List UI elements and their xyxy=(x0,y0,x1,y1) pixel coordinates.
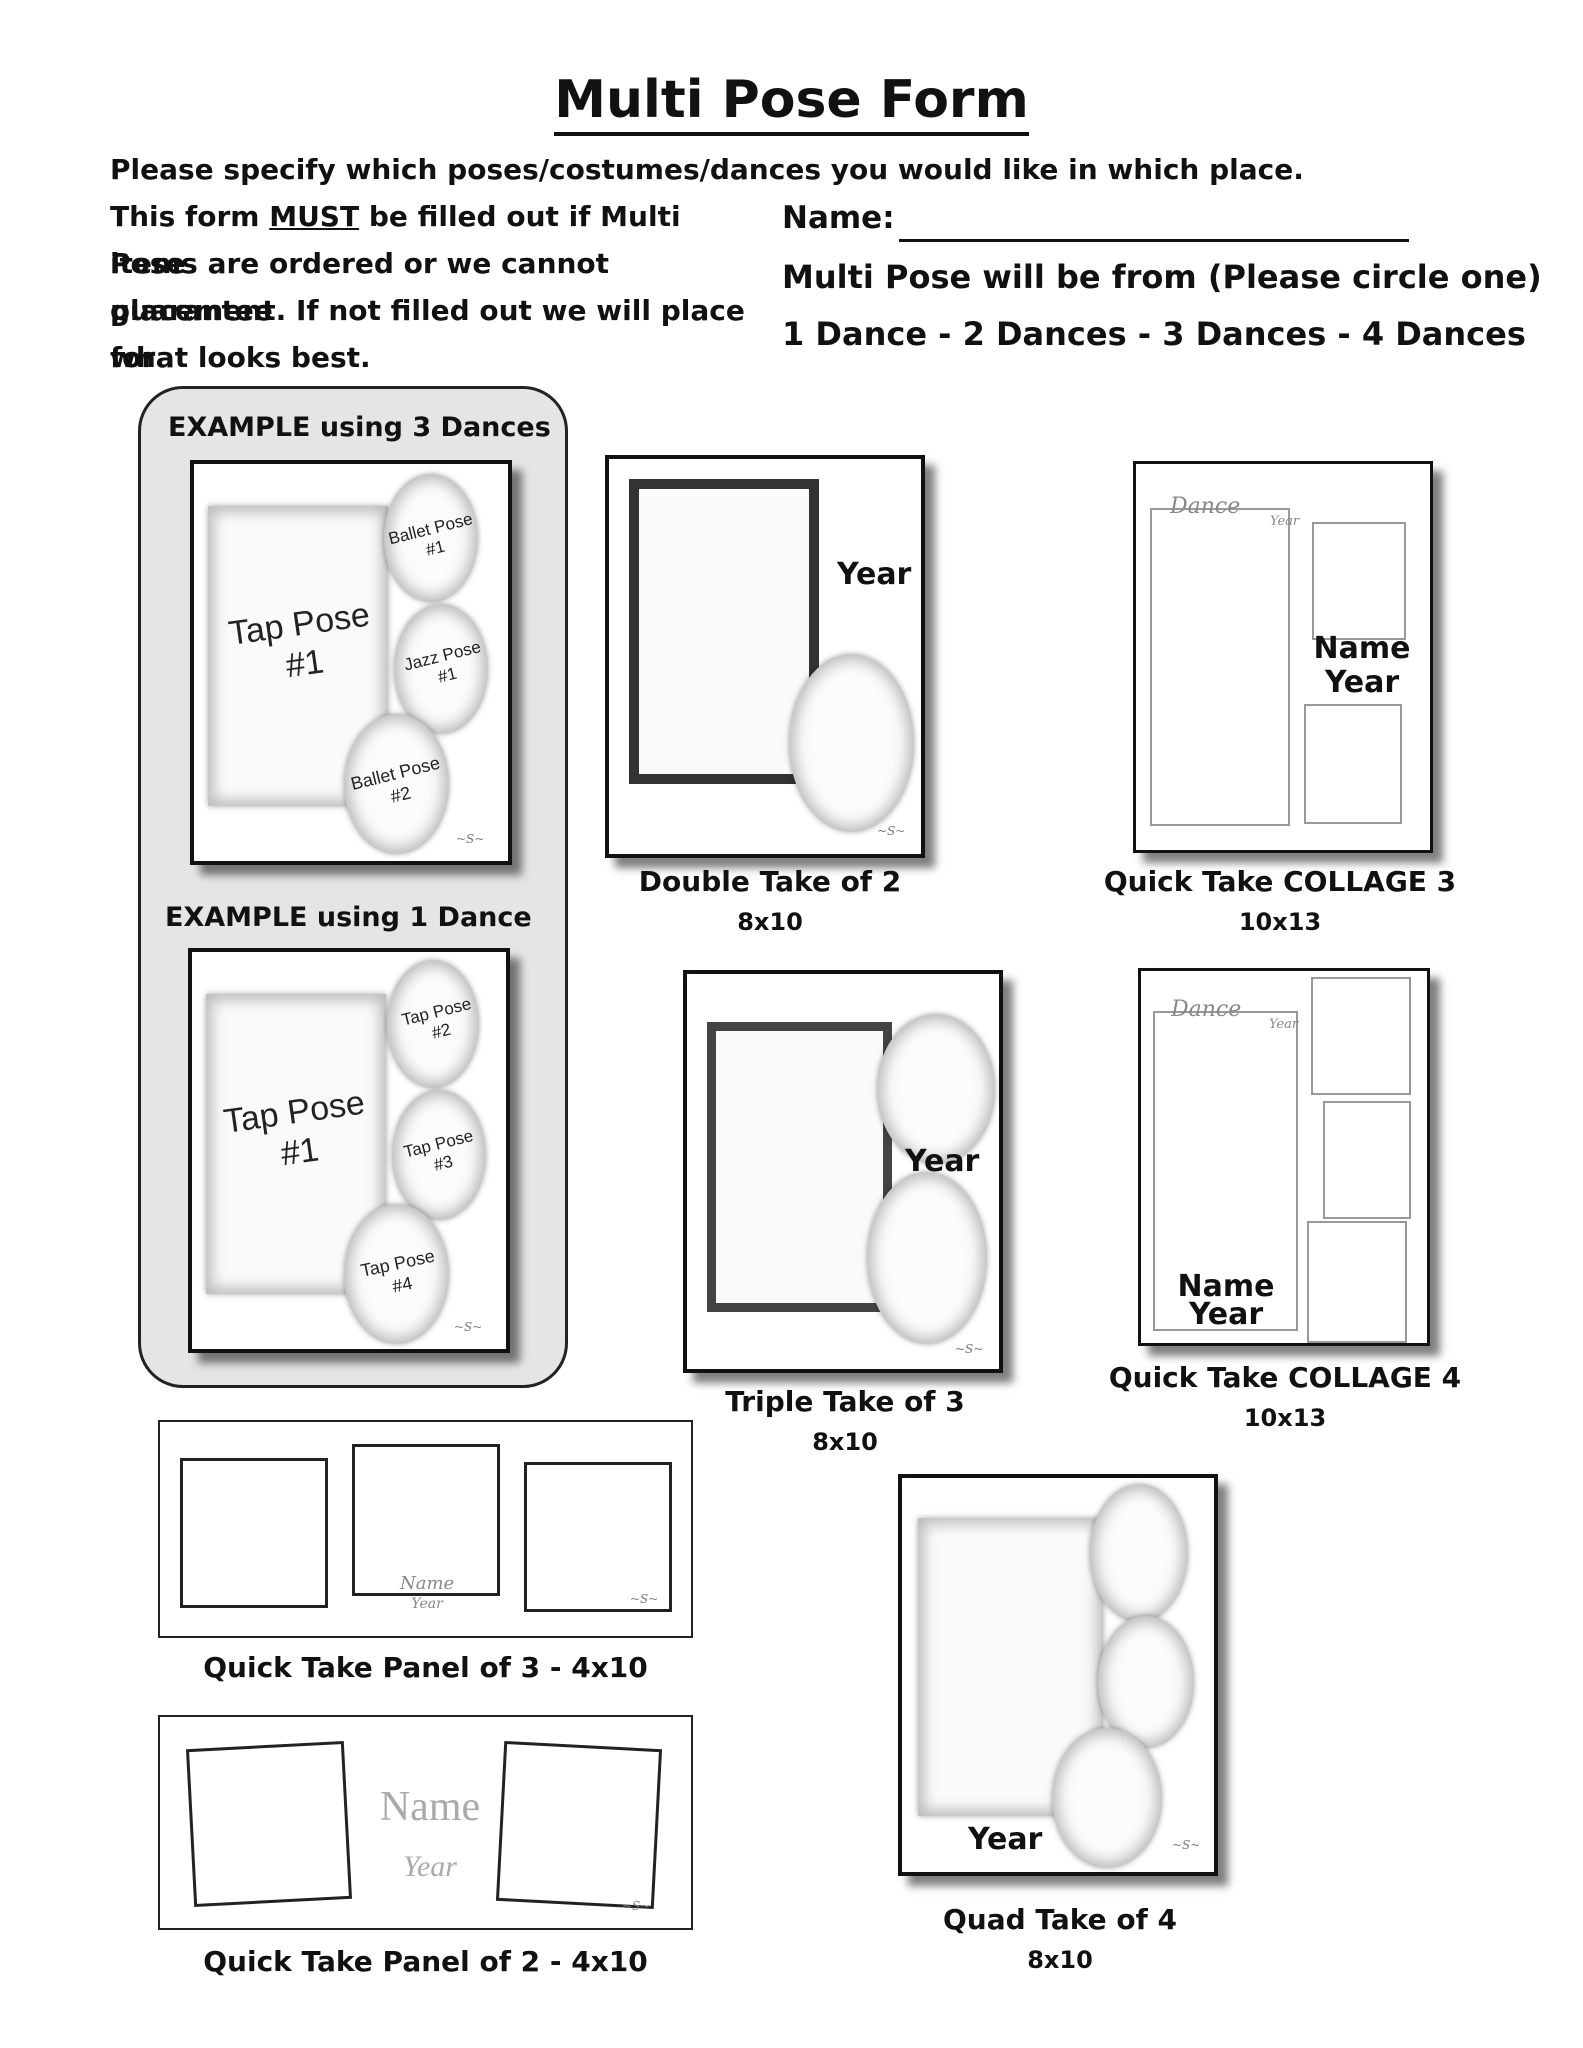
intro-line-4: placement. If not filled out we will pla… xyxy=(110,294,745,374)
quad-take-oval-2 xyxy=(1098,1616,1194,1748)
example-3-frame: Tap Pose#1 Ballet Pose#1 Jazz Pose#1 Bal… xyxy=(190,460,512,865)
collage3-dance: Dance xyxy=(1170,494,1241,519)
name-line[interactable] xyxy=(898,209,1409,242)
double-take-year: Year xyxy=(837,557,912,592)
panel3-signature: ~S~ xyxy=(630,1592,659,1606)
panel2-name: Name xyxy=(379,1784,481,1830)
double-take-name: Double Take of 2 xyxy=(638,865,902,898)
double-take-frame: Year ~S~ xyxy=(605,455,925,858)
collage3-top-rect xyxy=(1312,522,1406,640)
page-title-text: Multi Pose Form xyxy=(554,70,1029,136)
example-1-oval-2 xyxy=(392,1090,486,1220)
intro-line-5: what looks best. xyxy=(110,341,371,374)
collage4-dance: Dance xyxy=(1171,997,1242,1022)
example-1-frame: Tap Pose#1 Tap Pose#2 Tap Pose#3 Tap Pos… xyxy=(188,948,510,1353)
collage4-rect-2 xyxy=(1323,1101,1411,1219)
intro-line-1: Please specify which poses/costumes/danc… xyxy=(110,153,1304,186)
double-take-caption: Double Take of 2 8x10 xyxy=(605,862,935,942)
example-1-oval-1 xyxy=(387,960,479,1088)
double-take-oval xyxy=(789,654,914,832)
triple-take-caption: Triple Take of 3 8x10 xyxy=(685,1382,1005,1462)
collage4-name: Name xyxy=(1177,1269,1275,1304)
collage3-size: 10x13 xyxy=(1238,908,1322,936)
collage3-caption: Quick Take COLLAGE 3 10x13 xyxy=(1095,862,1465,942)
collage3-year: Year xyxy=(1324,665,1400,700)
triple-take-signature: ~S~ xyxy=(955,1342,984,1356)
name-label: Name: xyxy=(782,200,895,236)
intro-line-3: items are ordered or we cannot guarantee xyxy=(110,247,610,327)
panel3-square-1 xyxy=(180,1458,328,1608)
triple-take-size: 8x10 xyxy=(812,1428,878,1456)
quad-take-size: 8x10 xyxy=(1027,1946,1093,1974)
name-field[interactable]: Name: xyxy=(782,195,1409,242)
collage3-year-small: Year xyxy=(1270,514,1300,529)
collage3-bottom-rect xyxy=(1304,704,1402,824)
intro-line-2-post: be filled out if Multi Pose xyxy=(110,200,681,280)
quad-take-signature: ~S~ xyxy=(1172,1838,1201,1852)
page-title: Multi Pose Form xyxy=(0,70,1583,136)
panel3-caption: Quick Take Panel of 3 - 4x10 xyxy=(203,1651,648,1684)
panel3-year: Year xyxy=(411,1596,443,1612)
panel3-square-2 xyxy=(352,1444,500,1596)
panel3-name: Name xyxy=(400,1573,455,1594)
dance-options[interactable]: 1 Dance - 2 Dances - 3 Dances - 4 Dances xyxy=(782,315,1526,353)
quad-take-caption: Quad Take of 4 8x10 xyxy=(890,1900,1230,1980)
quad-take-oval-3 xyxy=(1052,1728,1162,1868)
example-3-oval-1 xyxy=(384,474,478,602)
quad-take-year: Year xyxy=(968,1822,1043,1857)
collage4-size: 10x13 xyxy=(1243,1404,1327,1432)
intro-line-2: This form MUST be filled out if Multi Po… xyxy=(110,193,760,287)
double-take-signature: ~S~ xyxy=(877,824,906,838)
example-1-oval-3 xyxy=(344,1204,449,1344)
collage3-product-name: Quick Take COLLAGE 3 xyxy=(1103,865,1457,898)
collage3-name: Name xyxy=(1313,631,1411,666)
collage4-main-rect xyxy=(1153,1011,1298,1331)
multi-pose-label: Multi Pose will be from (Please circle o… xyxy=(782,258,1542,296)
example-3-signature: ~S~ xyxy=(456,832,485,846)
panel2-signature: ~S~ xyxy=(622,1899,651,1913)
collage4-year: Year xyxy=(1188,1297,1264,1332)
example-3-oval-3 xyxy=(344,714,449,854)
panel2-square-2 xyxy=(495,1740,663,1910)
collage3-main-rect xyxy=(1150,508,1290,826)
panel2-caption: Quick Take Panel of 2 - 4x10 xyxy=(203,1945,648,1978)
example-3-oval-2 xyxy=(394,604,488,734)
quad-take-frame: Year ~S~ xyxy=(898,1474,1218,1876)
triple-take-oval-2 xyxy=(867,1172,987,1344)
collage4-rect-3 xyxy=(1307,1221,1407,1343)
panel2-year: Year xyxy=(403,1850,457,1883)
triple-take-frame: Year ~S~ xyxy=(683,970,1003,1373)
double-take-size: 8x10 xyxy=(737,908,803,936)
double-take-rect xyxy=(629,479,819,784)
triple-take-rect xyxy=(707,1022,892,1312)
triple-take-name: Triple Take of 3 xyxy=(725,1385,965,1418)
collage4-rect-1 xyxy=(1311,977,1411,1095)
quad-take-name: Quad Take of 4 xyxy=(942,1903,1178,1936)
example-1-signature: ~S~ xyxy=(454,1320,483,1334)
collage4-caption: Quick Take COLLAGE 4 10x13 xyxy=(1100,1358,1470,1438)
panel3-square-3 xyxy=(524,1462,672,1612)
triple-take-oval-1 xyxy=(877,1014,995,1164)
intro-must: MUST xyxy=(269,200,360,233)
triple-take-year: Year xyxy=(905,1144,980,1179)
example-1-dance-label: EXAMPLE using 1 Dance xyxy=(165,902,532,933)
collage4-year-small: Year xyxy=(1269,1017,1299,1032)
panel2-square-1 xyxy=(185,1740,353,1908)
intro-line-2-pre: This form xyxy=(110,200,270,233)
collage4-product-name: Quick Take COLLAGE 4 xyxy=(1108,1361,1462,1394)
quad-take-oval-1 xyxy=(1090,1484,1188,1622)
example-3-dances-label: EXAMPLE using 3 Dances xyxy=(168,412,551,443)
